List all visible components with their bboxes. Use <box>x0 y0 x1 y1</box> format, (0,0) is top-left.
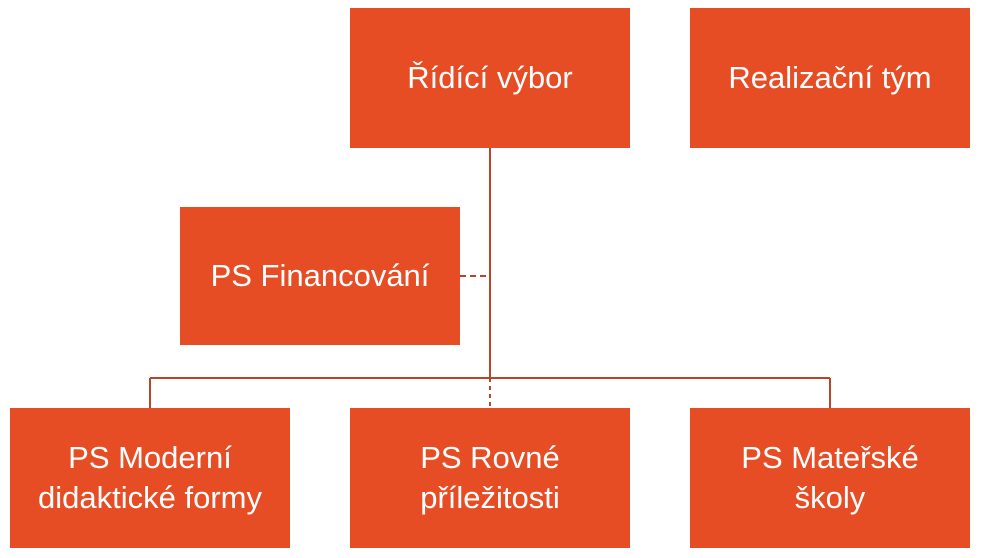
ps-modern-forms-box: PS Moderní didaktické formy <box>10 408 290 548</box>
ps-equal-opportunities-box: PS Rovné příležitosti <box>350 408 630 548</box>
ps-modern-forms-label: PS Moderní didaktické formy <box>38 440 262 515</box>
steering-committee-label: Řídící výbor <box>407 60 573 95</box>
ps-financing-box: PS Financování <box>180 207 460 345</box>
ps-kindergartens-label: PS Mateřské školy <box>741 440 919 515</box>
ps-financing-label: PS Financování <box>210 258 430 293</box>
implementation-team-label: Realizační tým <box>728 60 932 95</box>
ps-equal-opportunities-label: PS Rovné příležitosti <box>420 440 560 515</box>
ps-kindergartens-box: PS Mateřské školy <box>690 408 970 548</box>
implementation-team-box: Realizační tým <box>690 8 970 148</box>
steering-committee-box: Řídící výbor <box>350 8 630 148</box>
